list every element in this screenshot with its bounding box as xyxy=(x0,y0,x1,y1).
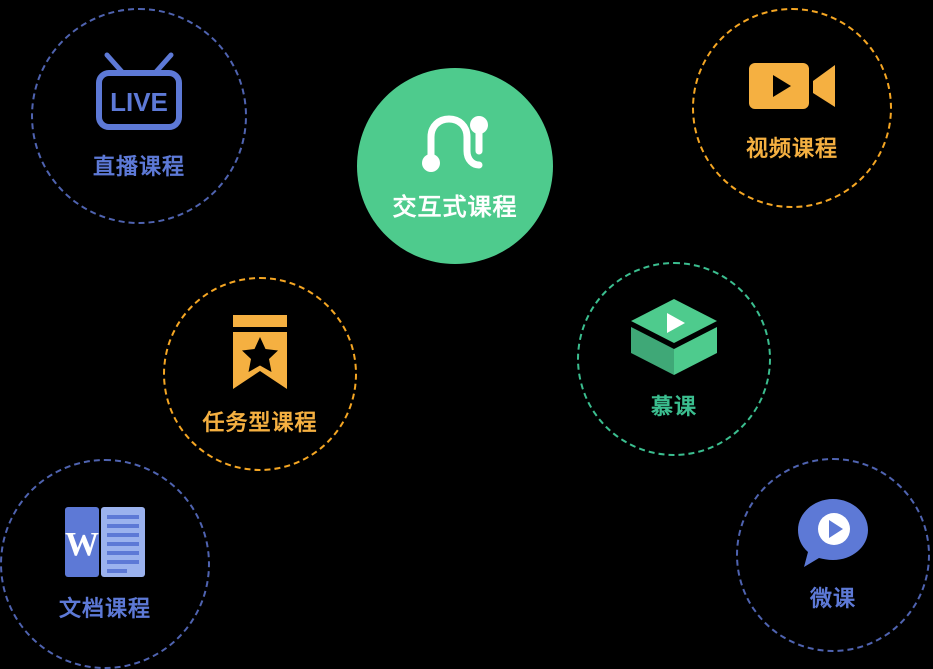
live-tv-icon: LIVE xyxy=(93,51,185,137)
svg-text:LIVE: LIVE xyxy=(110,87,168,117)
speech-bubble-play-icon xyxy=(796,497,870,569)
node-label: 微课 xyxy=(809,586,856,611)
svg-text:W: W xyxy=(65,526,99,563)
path-nodes-icon xyxy=(417,111,493,177)
node-label: 视频课程 xyxy=(745,136,838,161)
node-label: 慕课 xyxy=(650,394,697,419)
node-video-course[interactable]: 视频课程 xyxy=(692,8,892,208)
node-label: 交互式课程 xyxy=(392,193,518,221)
node-live-course[interactable]: LIVE 直播课程 xyxy=(31,8,247,224)
node-mooc[interactable]: 慕课 xyxy=(577,262,771,456)
node-micro-course[interactable]: 微课 xyxy=(736,458,930,652)
node-label: 直播课程 xyxy=(92,154,185,179)
node-label: 文档课程 xyxy=(58,596,151,621)
graduation-cap-play-icon xyxy=(629,297,719,377)
node-interactive-course[interactable]: 交互式课程 xyxy=(357,68,553,264)
node-document-course[interactable]: W 文档课程 xyxy=(0,459,210,669)
star-banner-icon xyxy=(229,311,291,393)
video-camera-icon xyxy=(747,53,837,119)
node-task-course[interactable]: 任务型课程 xyxy=(163,277,357,471)
node-label: 任务型课程 xyxy=(202,410,318,435)
word-document-icon: W xyxy=(63,505,147,579)
